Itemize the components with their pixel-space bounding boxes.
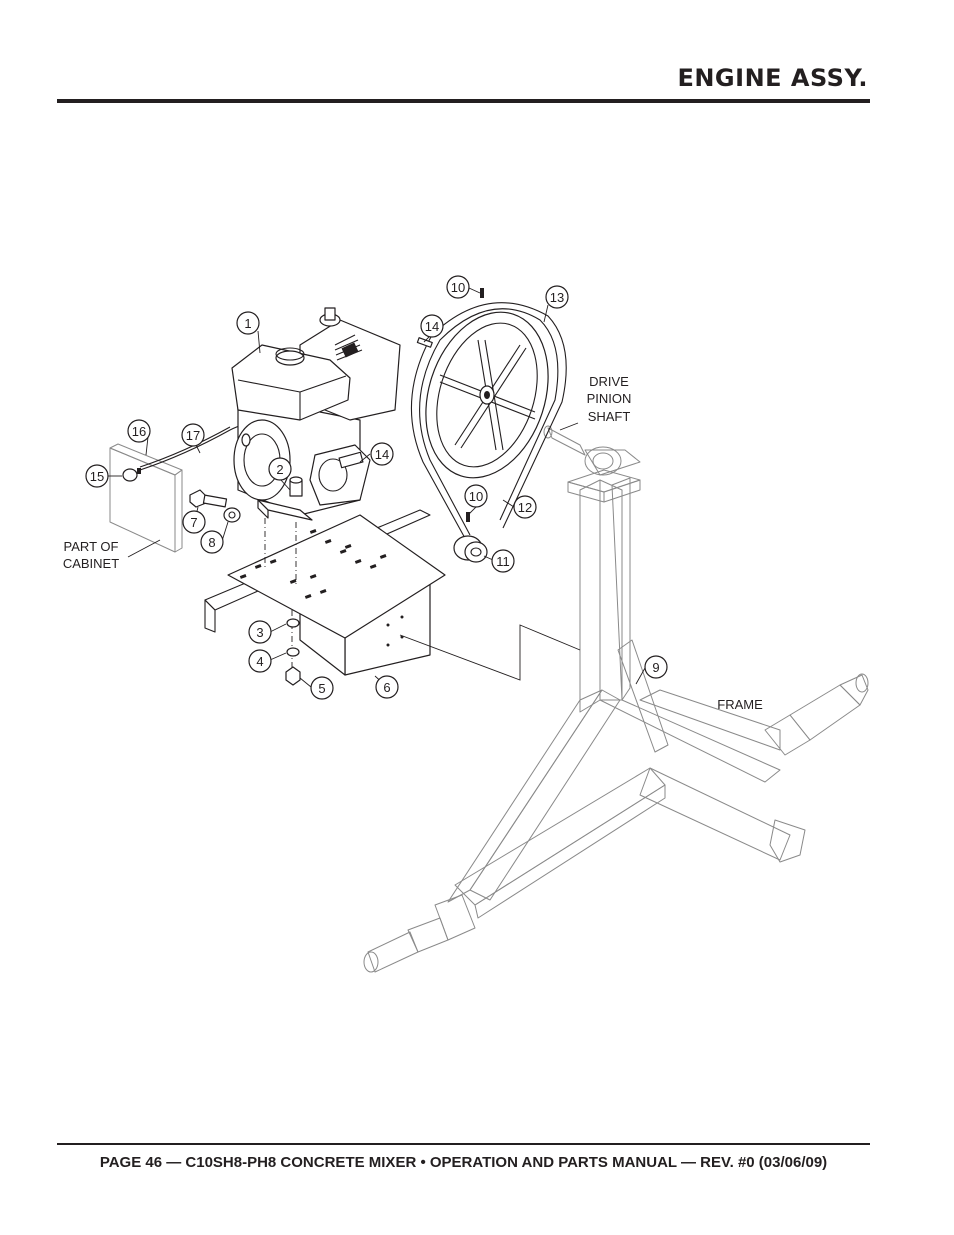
svg-text:5: 5	[318, 681, 325, 696]
svg-text:12: 12	[518, 500, 532, 515]
callout-9: 9	[644, 655, 668, 679]
svg-text:11: 11	[496, 554, 510, 569]
callout-16: 16	[127, 419, 151, 443]
callout-10-bottom: 10	[464, 484, 488, 508]
svg-text:13: 13	[550, 290, 564, 305]
svg-text:14: 14	[425, 319, 439, 334]
callout-6: 6	[375, 675, 399, 699]
svg-text:17: 17	[186, 428, 200, 443]
callout-8: 8	[200, 530, 224, 554]
svg-text:2: 2	[276, 462, 283, 477]
svg-text:15: 15	[90, 469, 104, 484]
callout-11: 11	[491, 549, 515, 573]
label-part-of: PART OF	[64, 539, 119, 554]
callout-7: 7	[182, 510, 206, 534]
label-pinion: PINION	[587, 391, 632, 406]
callout-10-top: 10	[446, 275, 470, 299]
callout-17: 17	[181, 423, 205, 447]
label-cabinet: CABINET	[63, 556, 119, 571]
page-title: ENGINE ASSY.	[677, 64, 868, 92]
svg-text:14: 14	[375, 447, 389, 462]
svg-text:7: 7	[190, 515, 197, 530]
svg-text:10: 10	[469, 489, 483, 504]
svg-text:1: 1	[244, 316, 251, 331]
pulley-belt-drawing	[410, 288, 567, 563]
svg-text:10: 10	[451, 280, 465, 295]
footer-rule	[57, 1143, 870, 1145]
label-shaft: SHAFT	[588, 409, 631, 424]
callout-14-engine: 14	[370, 442, 394, 466]
svg-text:4: 4	[256, 654, 263, 669]
svg-text:8: 8	[208, 535, 215, 550]
svg-text:3: 3	[256, 625, 263, 640]
page-footer: PAGE 46 — C10SH8-PH8 CONCRETE MIXER • OP…	[99, 1154, 828, 1171]
callout-1: 1	[236, 311, 260, 335]
callout-14-top: 14	[420, 314, 444, 338]
callouts: 1 2 3 4 5 6 7 8 9 10 10 11 12 13 14 14 1…	[85, 275, 668, 700]
callout-2: 2	[268, 457, 292, 481]
frame-drawing	[363, 425, 869, 973]
mount-plate-drawing	[204, 509, 581, 686]
callout-5: 5	[310, 676, 334, 700]
text-labels: DRIVE PINION SHAFT PART OF CABINET FRAME	[63, 374, 763, 712]
svg-text:16: 16	[132, 424, 146, 439]
callout-12: 12	[513, 495, 537, 519]
svg-text:9: 9	[652, 660, 659, 675]
label-drive: DRIVE	[589, 374, 629, 389]
label-frame: FRAME	[717, 697, 763, 712]
svg-text:6: 6	[383, 680, 390, 695]
callout-13: 13	[545, 285, 569, 309]
callout-4: 4	[248, 649, 272, 673]
callout-15: 15	[85, 464, 109, 488]
engine-drawing	[189, 307, 401, 523]
header-rule	[57, 99, 870, 103]
callout-3: 3	[248, 620, 272, 644]
